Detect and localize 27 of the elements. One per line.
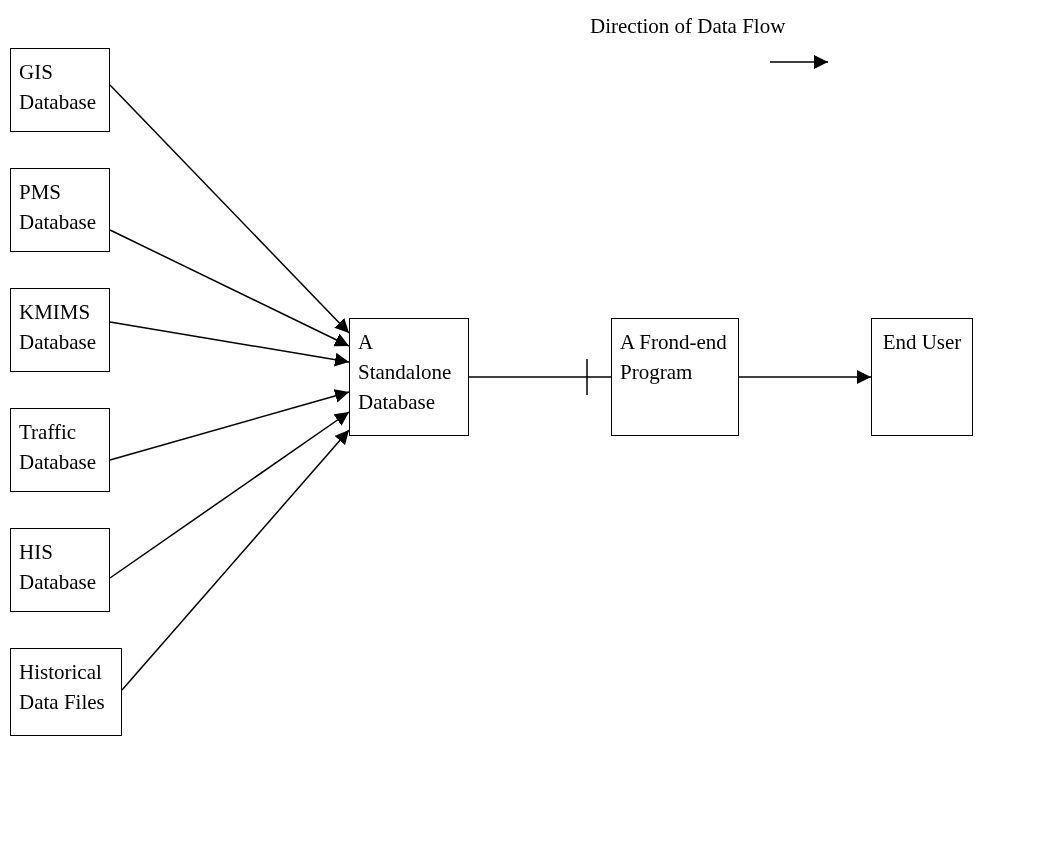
process-box xyxy=(10,528,110,612)
process-box xyxy=(349,318,469,436)
box-text: HIS Database xyxy=(19,539,97,596)
arrow xyxy=(109,321,350,367)
arrow xyxy=(109,411,350,579)
process-box xyxy=(10,648,122,736)
box-text: A Standalone Database xyxy=(358,329,453,416)
box-text: Historical Data Files xyxy=(19,659,106,716)
arrow xyxy=(109,229,350,347)
box-text: A Frond-end Program xyxy=(620,329,728,386)
box-text: PMS Database xyxy=(19,179,97,236)
process-box xyxy=(10,48,110,132)
box-text: Traffic Database xyxy=(19,419,97,476)
arrow xyxy=(121,429,350,691)
legend-text: Direction of Data Flow xyxy=(590,14,786,39)
arrow xyxy=(109,84,350,334)
box-text: End User xyxy=(881,329,963,356)
process-box xyxy=(10,168,110,252)
arrow xyxy=(109,389,350,461)
process-box xyxy=(611,318,739,436)
process-box xyxy=(10,288,110,372)
process-box xyxy=(871,318,973,436)
box-text: KMIMS Database xyxy=(19,299,97,356)
process-box xyxy=(10,408,110,492)
arrow xyxy=(738,370,872,384)
box-text: GIS Database xyxy=(19,59,97,116)
connector-line xyxy=(468,358,612,396)
